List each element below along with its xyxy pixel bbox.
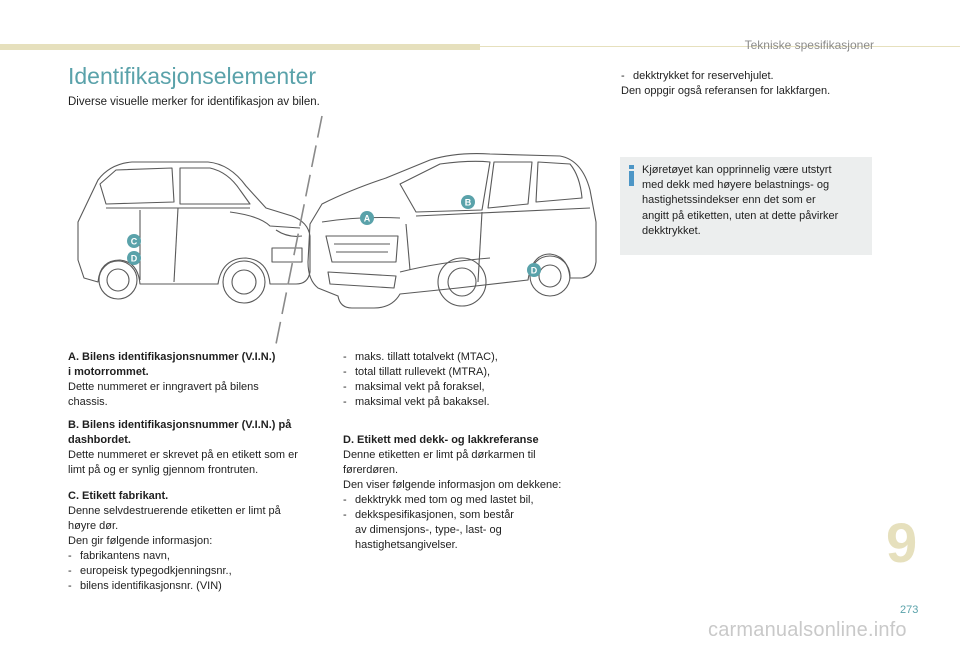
section-a-text-cont: chassis. — [68, 396, 108, 408]
list-item: -fabrikantens navn, — [68, 550, 170, 562]
list-item: -maks. tillatt totalvekt (MTAC), — [343, 351, 498, 363]
section-c: C. Etikett fabrikant. Denne selvdestruer… — [68, 489, 324, 594]
section-b-heading: B. Bilens identifikasjonsnummer (V.I.N.)… — [68, 419, 292, 431]
list-item: -dekktrykk med tom og med lastet bil, — [343, 494, 534, 506]
list-item: -bilens identifikasjonsnr. (VIN) — [68, 580, 222, 592]
rear-car-body — [77, 161, 311, 285]
section-title: Tekniske spesifikasjoner — [744, 38, 874, 52]
paint-reference-text: Den oppgir også referansen for lakkfarge… — [621, 85, 831, 97]
chapter-number: 9 — [886, 511, 918, 574]
marker-d-left: D — [127, 251, 141, 265]
front-car-wheel-rear — [529, 255, 571, 297]
page-title: Identifikasjonselementer — [68, 63, 317, 89]
svg-text:A: A — [364, 214, 371, 224]
page-subtitle: Diverse visuelle merker for identifikasj… — [68, 96, 320, 108]
list-item: -dekktrykket for reservehjulet. — [621, 70, 774, 82]
section-d: D. Etikett med dekk- og lakkreferanse De… — [343, 433, 605, 553]
section-c-heading: C. Etikett fabrikant. — [68, 490, 169, 502]
section-d-intro: Den viser følgende informasjon om dekken… — [343, 479, 562, 491]
info-box: Kjøretøyet kan opprinnelig være utstyrt … — [620, 157, 872, 255]
list-item: -dekkspesifikasjonen, som består — [343, 509, 514, 521]
spare-wheel-note: -dekktrykket for reservehjulet. Den oppg… — [621, 69, 881, 99]
front-car-wheel-front — [437, 257, 487, 307]
header-rule — [480, 46, 960, 47]
list-item: -maksimal vekt på foraksel, — [343, 381, 485, 393]
weight-list: -maks. tillatt totalvekt (MTAC), -total … — [343, 350, 605, 410]
marker-a: A — [360, 211, 374, 225]
illustration-divider — [275, 115, 323, 345]
section-a-text: Dette nummeret er inngravert på bilens — [68, 381, 259, 393]
list-item-cont: av dimensjons-, type-, last- og — [355, 524, 502, 536]
watermark: carmanualsonline.info — [708, 619, 907, 641]
svg-text:D: D — [131, 254, 138, 264]
rear-car-wheel-front — [222, 260, 266, 304]
page-number: 273 — [900, 604, 919, 616]
section-c-intro: Den gir følgende informasjon: — [68, 535, 213, 547]
marker-c: C — [127, 234, 141, 248]
section-c-text-cont: høyre dør. — [68, 520, 119, 532]
section-a: A. Bilens identifikasjonsnummer (V.I.N.)… — [68, 350, 324, 410]
svg-text:B: B — [465, 198, 472, 208]
info-text: Kjøretøyet kan opprinnelig være utstyrt … — [642, 164, 839, 237]
section-a-heading-cont: i motorrommet. — [68, 366, 149, 378]
marker-b: B — [461, 195, 475, 209]
list-item-cont: hastighetsangivelser. — [355, 539, 458, 551]
section-c-text: Denne selvdestruerende etiketten er limt… — [68, 505, 281, 517]
section-a-heading: A. Bilens identifikasjonsnummer (V.I.N.) — [68, 351, 276, 363]
list-item: -total tillatt rullevekt (MTRA), — [343, 366, 491, 378]
section-d-heading: D. Etikett med dekk- og lakkreferanse — [343, 434, 539, 446]
section-b-heading-cont: dashbordet. — [68, 434, 131, 446]
svg-text:C: C — [131, 237, 138, 247]
section-b: B. Bilens identifikasjonsnummer (V.I.N.)… — [68, 418, 324, 478]
list-item: -maksimal vekt på bakaksel. — [343, 396, 490, 408]
list-item: -europeisk typegodkjenningsnr., — [68, 565, 232, 577]
rear-car-wheel-rear — [98, 260, 138, 300]
header-accent-bar — [0, 44, 480, 50]
marker-d-right: D — [527, 263, 541, 277]
section-d-text-cont: førerdøren. — [343, 464, 399, 476]
section-b-text-cont: limt på og er synlig gjennom frontruten. — [68, 464, 259, 476]
svg-text:D: D — [531, 266, 538, 276]
section-d-text: Denne etiketten er limt på dørkarmen til — [343, 449, 536, 461]
section-b-text: Dette nummeret er skrevet på en etikett … — [68, 449, 298, 461]
info-icon — [628, 165, 634, 186]
vehicle-illustration: A B C D D — [77, 115, 597, 345]
